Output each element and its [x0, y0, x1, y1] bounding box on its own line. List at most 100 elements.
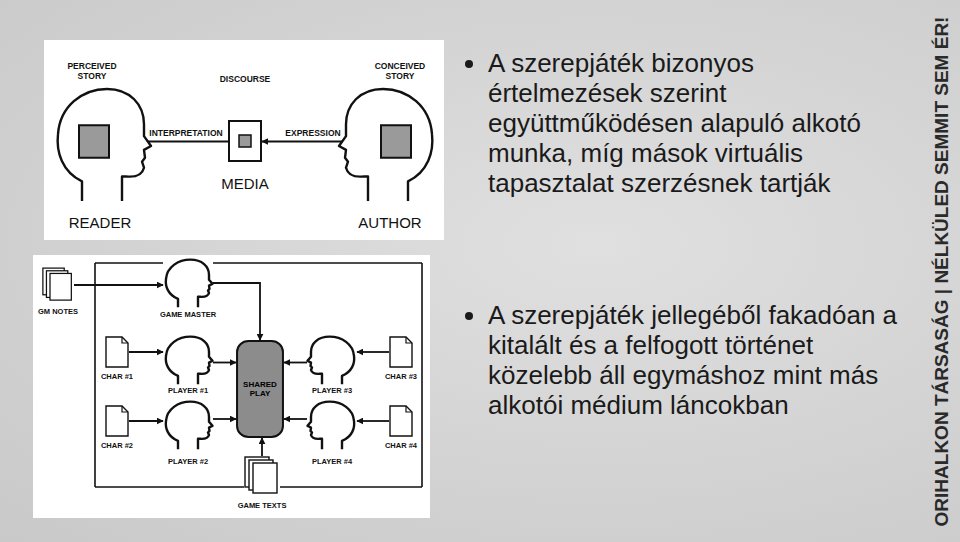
head-outline-group	[308, 337, 355, 385]
side-slogan: ORIHALKON TÁRSASÁG | NÉLKÜLED SEMMIT SEM…	[933, 16, 952, 526]
node-label: PERCEIVED STORY	[56, 62, 128, 81]
bottom-panel	[33, 255, 430, 518]
bullet-text: A szerepjáték bizonyos értelmezések szer…	[488, 48, 900, 198]
sheet-fold	[406, 406, 412, 412]
head-outline-group	[339, 89, 432, 201]
top-panel	[44, 40, 444, 240]
head-outline	[308, 337, 355, 385]
node-label: PLAYER #1	[168, 387, 208, 395]
game-texts-stack	[244, 456, 280, 496]
node-label: AUTHOR	[358, 215, 421, 232]
node-label: DISCOURSE	[220, 75, 271, 84]
notes-stack-node: GM NOTES	[42, 267, 74, 303]
character-sheet	[389, 336, 413, 368]
player-head-node: PLAYER #4	[307, 400, 357, 450]
connector-arrow	[129, 420, 163, 422]
player-head-node: PLAYER #3	[307, 335, 357, 385]
media-frame	[229, 121, 261, 161]
node-label: PLAYER #2	[168, 458, 208, 466]
media-square	[239, 135, 251, 147]
reader-head	[52, 85, 152, 203]
bullet-text: A szerepjáték jellegéből fakadóan a kita…	[488, 300, 900, 420]
node-label: GAME MASTER	[160, 311, 216, 319]
sheet	[106, 337, 128, 367]
bus-lines	[95, 263, 422, 487]
head-outline	[166, 260, 213, 308]
connector-arrow	[213, 362, 236, 364]
player-head	[307, 400, 357, 450]
sheet	[390, 337, 412, 367]
node-label: CONCEIVED STORY	[364, 62, 436, 81]
node-label: GAME TEXTS	[238, 502, 287, 510]
game-texts-stack-node: GAME TEXTS	[244, 456, 280, 496]
connector-arrow	[284, 362, 307, 364]
author-head-node: CONCEIVED STORYAUTHOR	[338, 85, 438, 203]
connector-label: INTERPRETATION	[148, 129, 223, 138]
reader-head-node: PERCEIVED STORYREADER	[52, 85, 152, 203]
bus-line	[213, 262, 422, 264]
node-text: SHARED PLAY	[236, 340, 284, 438]
head-outline-group	[308, 402, 355, 450]
game-master-head-node: GAME MASTER	[163, 258, 213, 308]
connector-arrow	[213, 418, 236, 420]
bus-line	[421, 263, 423, 487]
connector-arrow	[74, 284, 163, 286]
player-head	[163, 400, 213, 450]
head-outline	[166, 337, 213, 385]
story-square	[79, 125, 109, 157]
bus-line	[95, 262, 163, 264]
character-sheet-node: CHAR #3	[389, 336, 413, 368]
character-sheet	[105, 336, 129, 368]
media-box	[228, 120, 262, 162]
node-label: MEDIA	[221, 176, 269, 193]
node-text-line: SHARED PLAY	[239, 380, 281, 398]
sheet-fold	[122, 337, 128, 343]
bus-line	[94, 263, 96, 487]
head-outline-group	[166, 337, 213, 385]
head-outline-group	[166, 402, 213, 450]
player-head	[307, 335, 357, 385]
character-sheet-node: CHAR #1	[105, 336, 129, 368]
head-outline-group	[166, 260, 213, 308]
head-outline	[166, 402, 213, 450]
bullet-list: A szerepjáték bizonyos értelmezések szer…	[462, 48, 900, 198]
notes-stack	[42, 267, 74, 303]
sheet-fold	[406, 337, 412, 343]
head-outline-group	[58, 89, 151, 201]
bus-line	[280, 486, 422, 488]
connector-label: EXPRESSION	[284, 129, 341, 138]
player-head	[163, 335, 213, 385]
bullet-list: A szerepjáték jellegéből fakadóan a kita…	[462, 300, 900, 420]
story-square	[381, 125, 411, 157]
game-master-head	[163, 258, 213, 308]
node-label: PLAYER #4	[312, 458, 352, 466]
shared-play-box-node: SHARED PLAY	[236, 340, 284, 438]
player-head-node: PLAYER #2	[163, 400, 213, 450]
node-label: CHAR #4	[385, 442, 417, 450]
head-outline	[58, 89, 151, 201]
head-outline	[339, 89, 432, 201]
connector-arrow	[213, 283, 260, 340]
node-label: PLAYER #3	[312, 387, 352, 395]
player-head-node: PLAYER #1	[163, 335, 213, 385]
character-sheet-node: CHAR #4	[389, 405, 413, 437]
sheet-fold	[122, 406, 128, 412]
sheet	[390, 406, 412, 436]
node-label: CHAR #3	[385, 373, 417, 381]
node-label: CHAR #2	[101, 442, 133, 450]
head-outline	[308, 402, 355, 450]
stacked-sheet	[50, 273, 71, 300]
character-sheet	[105, 405, 129, 437]
character-sheet	[389, 405, 413, 437]
connector-arrow	[129, 351, 163, 353]
connector-arrow	[284, 418, 307, 420]
connector-arrow	[261, 438, 263, 456]
node-label: READER	[69, 215, 132, 232]
connector-arrow	[357, 420, 389, 422]
connector-arrow	[357, 351, 389, 353]
node-label: CHAR #1	[101, 373, 133, 381]
rounded-shape	[237, 341, 283, 437]
